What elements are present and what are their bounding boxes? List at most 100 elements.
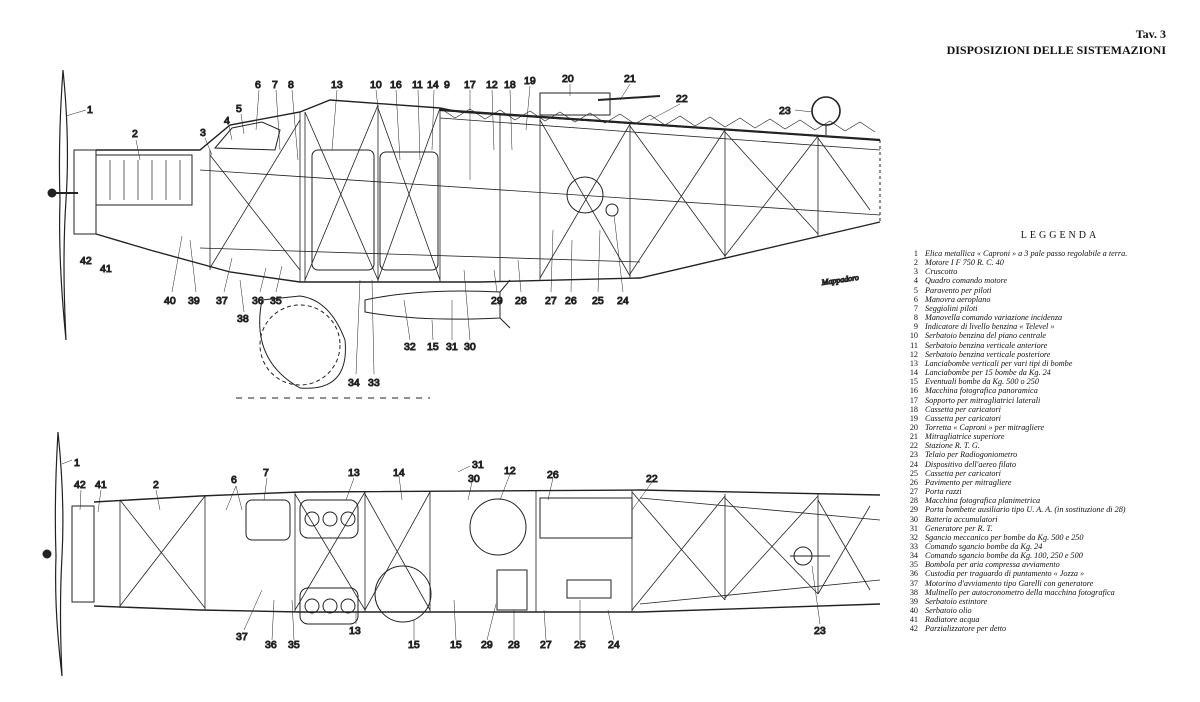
legend-item-number: 2: [913, 258, 918, 268]
legend-item-number: 36: [909, 569, 918, 579]
legend-item: 13 Lanciabombe verticali per vari tipi di…: [904, 359, 1196, 368]
legend-item-text: Batteria accumulatori: [925, 514, 998, 524]
plan-callout-1: 1: [74, 457, 80, 469]
legend-item-number: 21: [909, 432, 918, 442]
side-callout-1: 1: [87, 104, 93, 116]
legend-title: LEGGENDA: [1020, 230, 1100, 241]
plan-callout-31: 31: [472, 459, 484, 471]
side-callout-3: 3: [200, 127, 206, 139]
legend-item-text: Parzializzatore per detto: [925, 624, 1007, 634]
legend-item-text: Porta razzi: [925, 487, 962, 497]
legend-item-number: 8: [913, 313, 918, 323]
legend-item-number: 6: [913, 294, 918, 304]
plan-view: 1 42 41 2 6 7 13 14 31 30 12 26 22 37 36…: [42, 431, 881, 677]
legend-item-number: 15: [909, 377, 918, 387]
legend-item-number: 37: [909, 578, 918, 588]
side-callout-27: 27: [545, 295, 557, 307]
plate-header: Tav. 3 DISPOSIZIONI DELLE SISTEMAZIONI: [947, 26, 1166, 58]
plan-callout-37: 37: [236, 631, 248, 643]
side-callout-30: 30: [464, 341, 476, 353]
legend-item-number: 34: [909, 551, 918, 561]
side-callout-23: 23: [779, 105, 791, 117]
legend-item-number: 30: [909, 514, 918, 524]
legend-item-number: 35: [909, 560, 918, 570]
side-callout-36: 36: [252, 295, 264, 307]
legend-item-text: Pavimento per mitragliere: [925, 477, 1012, 487]
legend-item-number: 13: [909, 358, 918, 368]
side-callout-19: 19: [524, 75, 536, 87]
legend-item-number: 18: [909, 404, 918, 414]
legend-item-text: Lanciabombe verticali per vari tipi di b…: [925, 358, 1073, 368]
legend-item-number: 10: [909, 331, 918, 341]
plan-callout-42: 42: [74, 479, 86, 491]
side-callout-7: 7: [272, 79, 278, 91]
side-callout-5: 5: [236, 103, 242, 115]
side-callout-4: 4: [224, 115, 230, 127]
side-callout-35: 35: [270, 295, 282, 307]
legend-item-text: Quadro comando motore: [925, 276, 1008, 286]
legend-item-number: 19: [909, 413, 918, 423]
plan-callout-15-a: 15: [408, 639, 420, 651]
legend-item-number: 9: [913, 322, 918, 332]
legend-item-text: Cruscotto: [925, 267, 958, 277]
side-callout-12: 12: [486, 79, 498, 91]
legend-item-number: 26: [909, 477, 918, 487]
side-callout-33: 33: [368, 377, 380, 389]
plan-callout-25: 25: [574, 639, 586, 651]
plate-title: DISPOSIZIONI DELLE SISTEMAZIONI: [946, 43, 1166, 57]
legend-item-number: 41: [909, 615, 918, 625]
side-callout-22: 22: [676, 93, 688, 105]
legend-item-number: 25: [909, 468, 918, 478]
legend-item-number: 33: [909, 542, 918, 551]
plan-callout-35: 35: [288, 639, 300, 651]
legend-item-number: 40: [909, 606, 918, 616]
legend-item-text: Cassetta per caricatori: [925, 404, 1001, 414]
legend-item: 26 Pavimento per mitragliere: [904, 478, 1196, 487]
plate-number: Tav. 3: [1135, 27, 1166, 41]
legend-item-number: 11: [910, 340, 918, 350]
side-callout-6: 6: [255, 79, 261, 91]
legend-item-text: Serbatoio benzina verticale anteriore: [925, 340, 1048, 350]
side-callout-25: 25: [592, 295, 604, 307]
legend-item-number: 4: [913, 276, 918, 286]
plan-callout-30: 30: [468, 473, 480, 485]
legend-item-text: Manovella comando variazione incidenza: [925, 313, 1063, 323]
legend-item-number: 32: [909, 532, 918, 542]
legend-item: 11 Serbatoio benzina verticale anteriore: [904, 341, 1196, 350]
plan-callout-28: 28: [508, 639, 520, 651]
side-callout-20: 20: [562, 73, 574, 85]
plan-callout-13-bottom: 13: [349, 625, 361, 637]
legend-item-text: Dispositivo dell'aereo filato: [925, 459, 1017, 469]
side-callout-26: 26: [565, 295, 577, 307]
legend-item-number: 22: [909, 441, 918, 451]
legend-item-number: 31: [909, 523, 918, 533]
legend-item-text: Macchina fotografica planimetrica: [925, 496, 1041, 506]
legend-item-text: Macchina fotografica panoramica: [925, 386, 1038, 396]
plan-callout-6: 6: [231, 474, 237, 486]
legend-item: 30 Batteria accumulatori: [904, 515, 1196, 524]
side-callout-38: 38: [237, 313, 249, 325]
legend-item: 8 Manovella comando variazione incidenza: [904, 313, 1196, 322]
legend-item-number: 1: [913, 249, 918, 258]
side-callout-15: 15: [427, 341, 439, 353]
legend-item-number: 27: [909, 487, 918, 497]
